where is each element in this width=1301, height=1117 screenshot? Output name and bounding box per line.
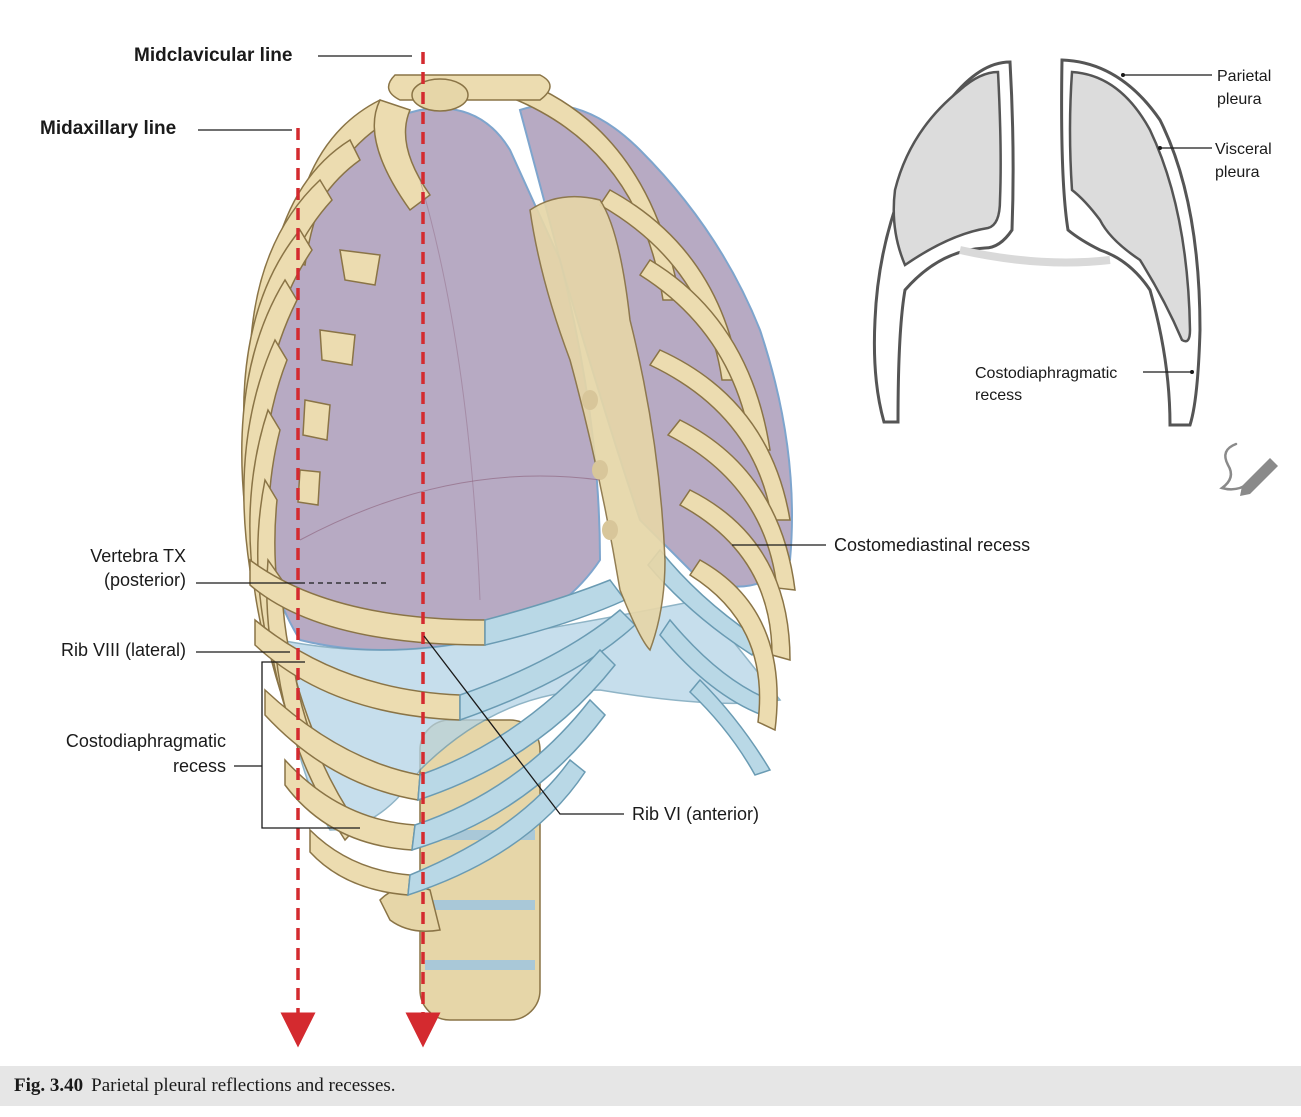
label-midaxillary-line: Midaxillary line (40, 118, 176, 139)
label-costodiaphragmatic-recess-2: recess (173, 756, 226, 776)
inset-right-lung (1068, 70, 1192, 343)
label-vertebra-tx-posterior: (posterior) (104, 570, 186, 590)
clavicle-and-upper-ribs (297, 74, 551, 506)
figure-number: Fig. 3.40 (14, 1075, 84, 1096)
label-vertebra-tx: Vertebra TX (90, 546, 186, 566)
label-costomediastinal-recess: Costomediastinal recess (834, 535, 1030, 555)
inset-left-lung (892, 70, 1002, 267)
label-rib-vi: Rib VI (anterior) (632, 804, 759, 824)
label-costodiaphragmatic-recess: Costodiaphragmatic (66, 731, 226, 751)
inset-label-visceral-2: pleura (1215, 164, 1260, 181)
costal-cartilages (407, 548, 772, 897)
thorax-illustration (241, 74, 796, 1021)
ribs-right-side (511, 79, 796, 732)
pleura-inset-diagram: Parietal pleura Visceral pleura Costodia… (872, 58, 1272, 427)
inset-label-parietal: Parietal (1217, 68, 1271, 85)
sternum (529, 195, 666, 652)
pencil-squiggle-icon[interactable] (1219, 442, 1278, 496)
inset-label-parietal-2: pleura (1217, 91, 1262, 108)
figure-caption: Parietal pleural reflections and recesse… (91, 1075, 396, 1096)
inset-label-visceral: Visceral (1215, 141, 1272, 158)
label-rib-viii: Rib VIII (lateral) (61, 640, 186, 660)
figure-caption-bar: Fig. 3.40 Parietal pleural reflections a… (0, 1066, 1301, 1106)
inset-label-costodiaphragmatic: Costodiaphragmatic (975, 365, 1117, 382)
label-midclavicular-line: Midclavicular line (134, 45, 292, 66)
inset-label-costodiaphragmatic-2: recess (975, 387, 1022, 404)
